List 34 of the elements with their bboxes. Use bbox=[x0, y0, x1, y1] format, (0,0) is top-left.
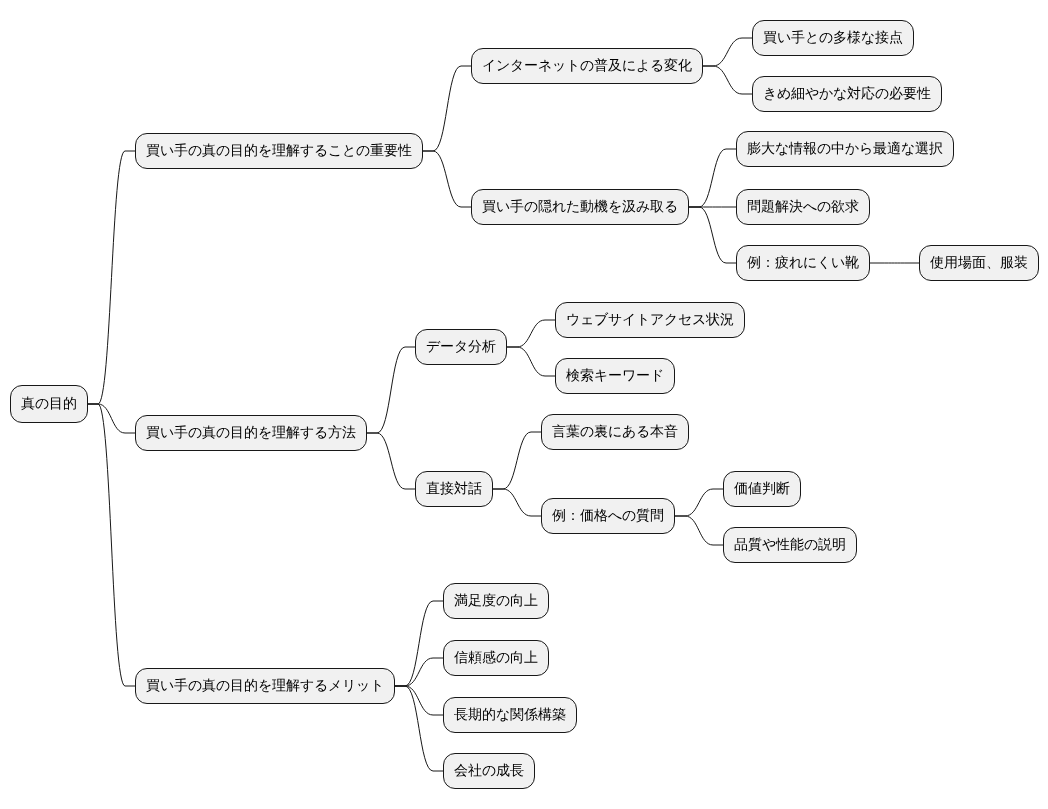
topic-node: 価値判断 bbox=[723, 471, 801, 507]
connector-line bbox=[87, 403, 136, 687]
topic-node: きめ細やかな対応の必要性 bbox=[752, 76, 942, 112]
topic-node: 使用場面、服装 bbox=[919, 245, 1039, 281]
topic-node: 検索キーワード bbox=[555, 358, 675, 394]
connector-line bbox=[702, 65, 753, 95]
topic-node: 膨大な情報の中から最適な選択 bbox=[736, 131, 954, 167]
topic-node: 品質や性能の説明 bbox=[723, 527, 857, 563]
connector-line bbox=[506, 346, 556, 377]
topic-node: 買い手の真の目的を理解する方法 bbox=[135, 415, 367, 451]
connector-line bbox=[366, 432, 416, 490]
connector-line bbox=[869, 262, 920, 264]
topic-node: 買い手との多様な接点 bbox=[752, 20, 914, 56]
topic-node: データ分析 bbox=[415, 329, 507, 365]
topic-node: 信頼感の向上 bbox=[443, 640, 549, 676]
connector-line bbox=[394, 685, 444, 772]
topic-node: 例：疲れにくい靴 bbox=[736, 245, 870, 281]
topic-node: 会社の成長 bbox=[443, 753, 535, 789]
connector-line bbox=[492, 488, 542, 517]
connector-line bbox=[422, 150, 472, 208]
topic-node: 直接対話 bbox=[415, 471, 493, 507]
topic-node: 買い手の隠れた動機を汲み取る bbox=[471, 189, 689, 225]
topic-node: 長期的な関係構築 bbox=[443, 697, 577, 733]
topic-node: 言葉の裏にある本音 bbox=[541, 414, 689, 450]
topic-node: 買い手の真の目的を理解することの重要性 bbox=[135, 133, 423, 169]
central-topic-node: 真の目的 bbox=[10, 385, 88, 423]
topic-node: 問題解決への欲求 bbox=[736, 189, 870, 225]
connector-line bbox=[688, 206, 737, 264]
connector-line bbox=[674, 515, 724, 546]
topic-node: ウェブサイトアクセス状況 bbox=[555, 302, 745, 338]
topic-node: 買い手の真の目的を理解するメリット bbox=[135, 668, 395, 704]
topic-node: インターネットの普及による変化 bbox=[471, 48, 703, 84]
topic-node: 例：価格への質問 bbox=[541, 498, 675, 534]
topic-node: 満足度の向上 bbox=[443, 583, 549, 619]
